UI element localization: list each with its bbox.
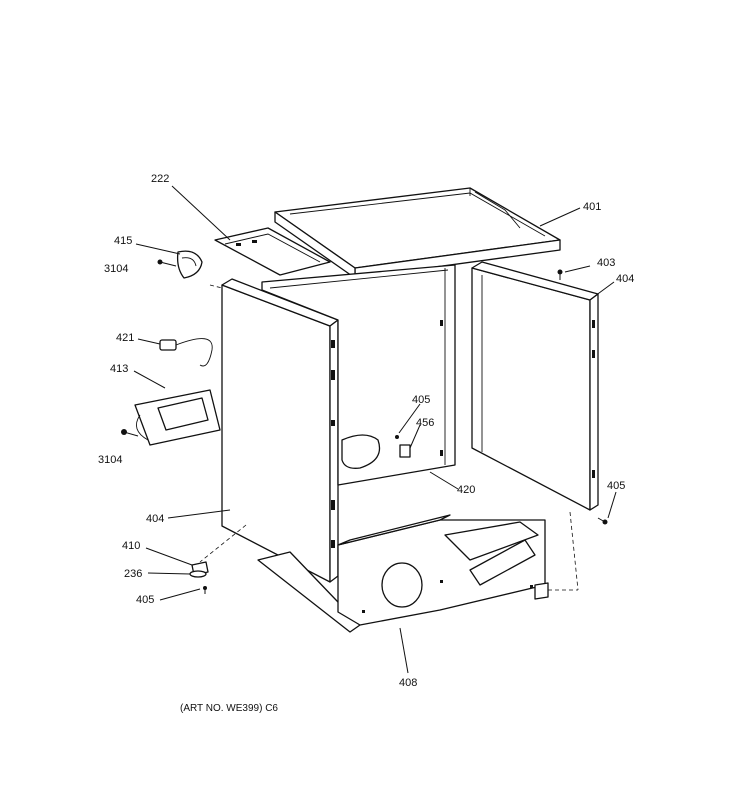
left-side-panel-404 [221, 278, 339, 583]
callout-3104-bottom: 3104 [98, 454, 122, 466]
callout-401: 401 [583, 201, 601, 213]
callout-420: 420 [457, 484, 475, 496]
power-cord-421 [159, 338, 213, 367]
callout-415: 415 [114, 235, 132, 247]
callout-408: 408 [399, 677, 417, 689]
callout-236: 236 [124, 568, 142, 580]
top-bracket-222 [214, 227, 331, 276]
right-side-panel-404 [471, 261, 599, 511]
alignment-lines [199, 284, 579, 591]
callout-456: 456 [416, 417, 434, 429]
callout-410: 410 [122, 540, 140, 552]
callout-405-mid: 405 [412, 394, 430, 406]
lamp-cover-415 [176, 250, 203, 279]
callout-421: 421 [116, 332, 134, 344]
screw-3104-top [157, 259, 177, 267]
callout-3104-top: 3104 [104, 263, 128, 275]
base-408 [257, 514, 549, 633]
screw-3104-bottom [121, 429, 139, 437]
top-panel-401 [274, 187, 561, 279]
callout-222: 222 [151, 173, 169, 185]
leader-lines [133, 185, 617, 674]
art-number: (ART NO. WE399) C6 [180, 703, 278, 714]
back-panel-420 [261, 264, 456, 486]
callout-413: 413 [110, 363, 128, 375]
leveling-leg-410 [189, 561, 209, 594]
callout-404-left: 404 [146, 513, 164, 525]
small-hardware [395, 269, 608, 525]
terminal-block-413 [134, 389, 221, 446]
callout-labels: 222 401 415 3104 403 404 421 413 405 456… [98, 173, 634, 689]
callout-404-right: 404 [616, 273, 634, 285]
callout-405-bottom: 405 [136, 594, 154, 606]
callout-405-right: 405 [607, 480, 625, 492]
callout-403: 403 [597, 257, 615, 269]
